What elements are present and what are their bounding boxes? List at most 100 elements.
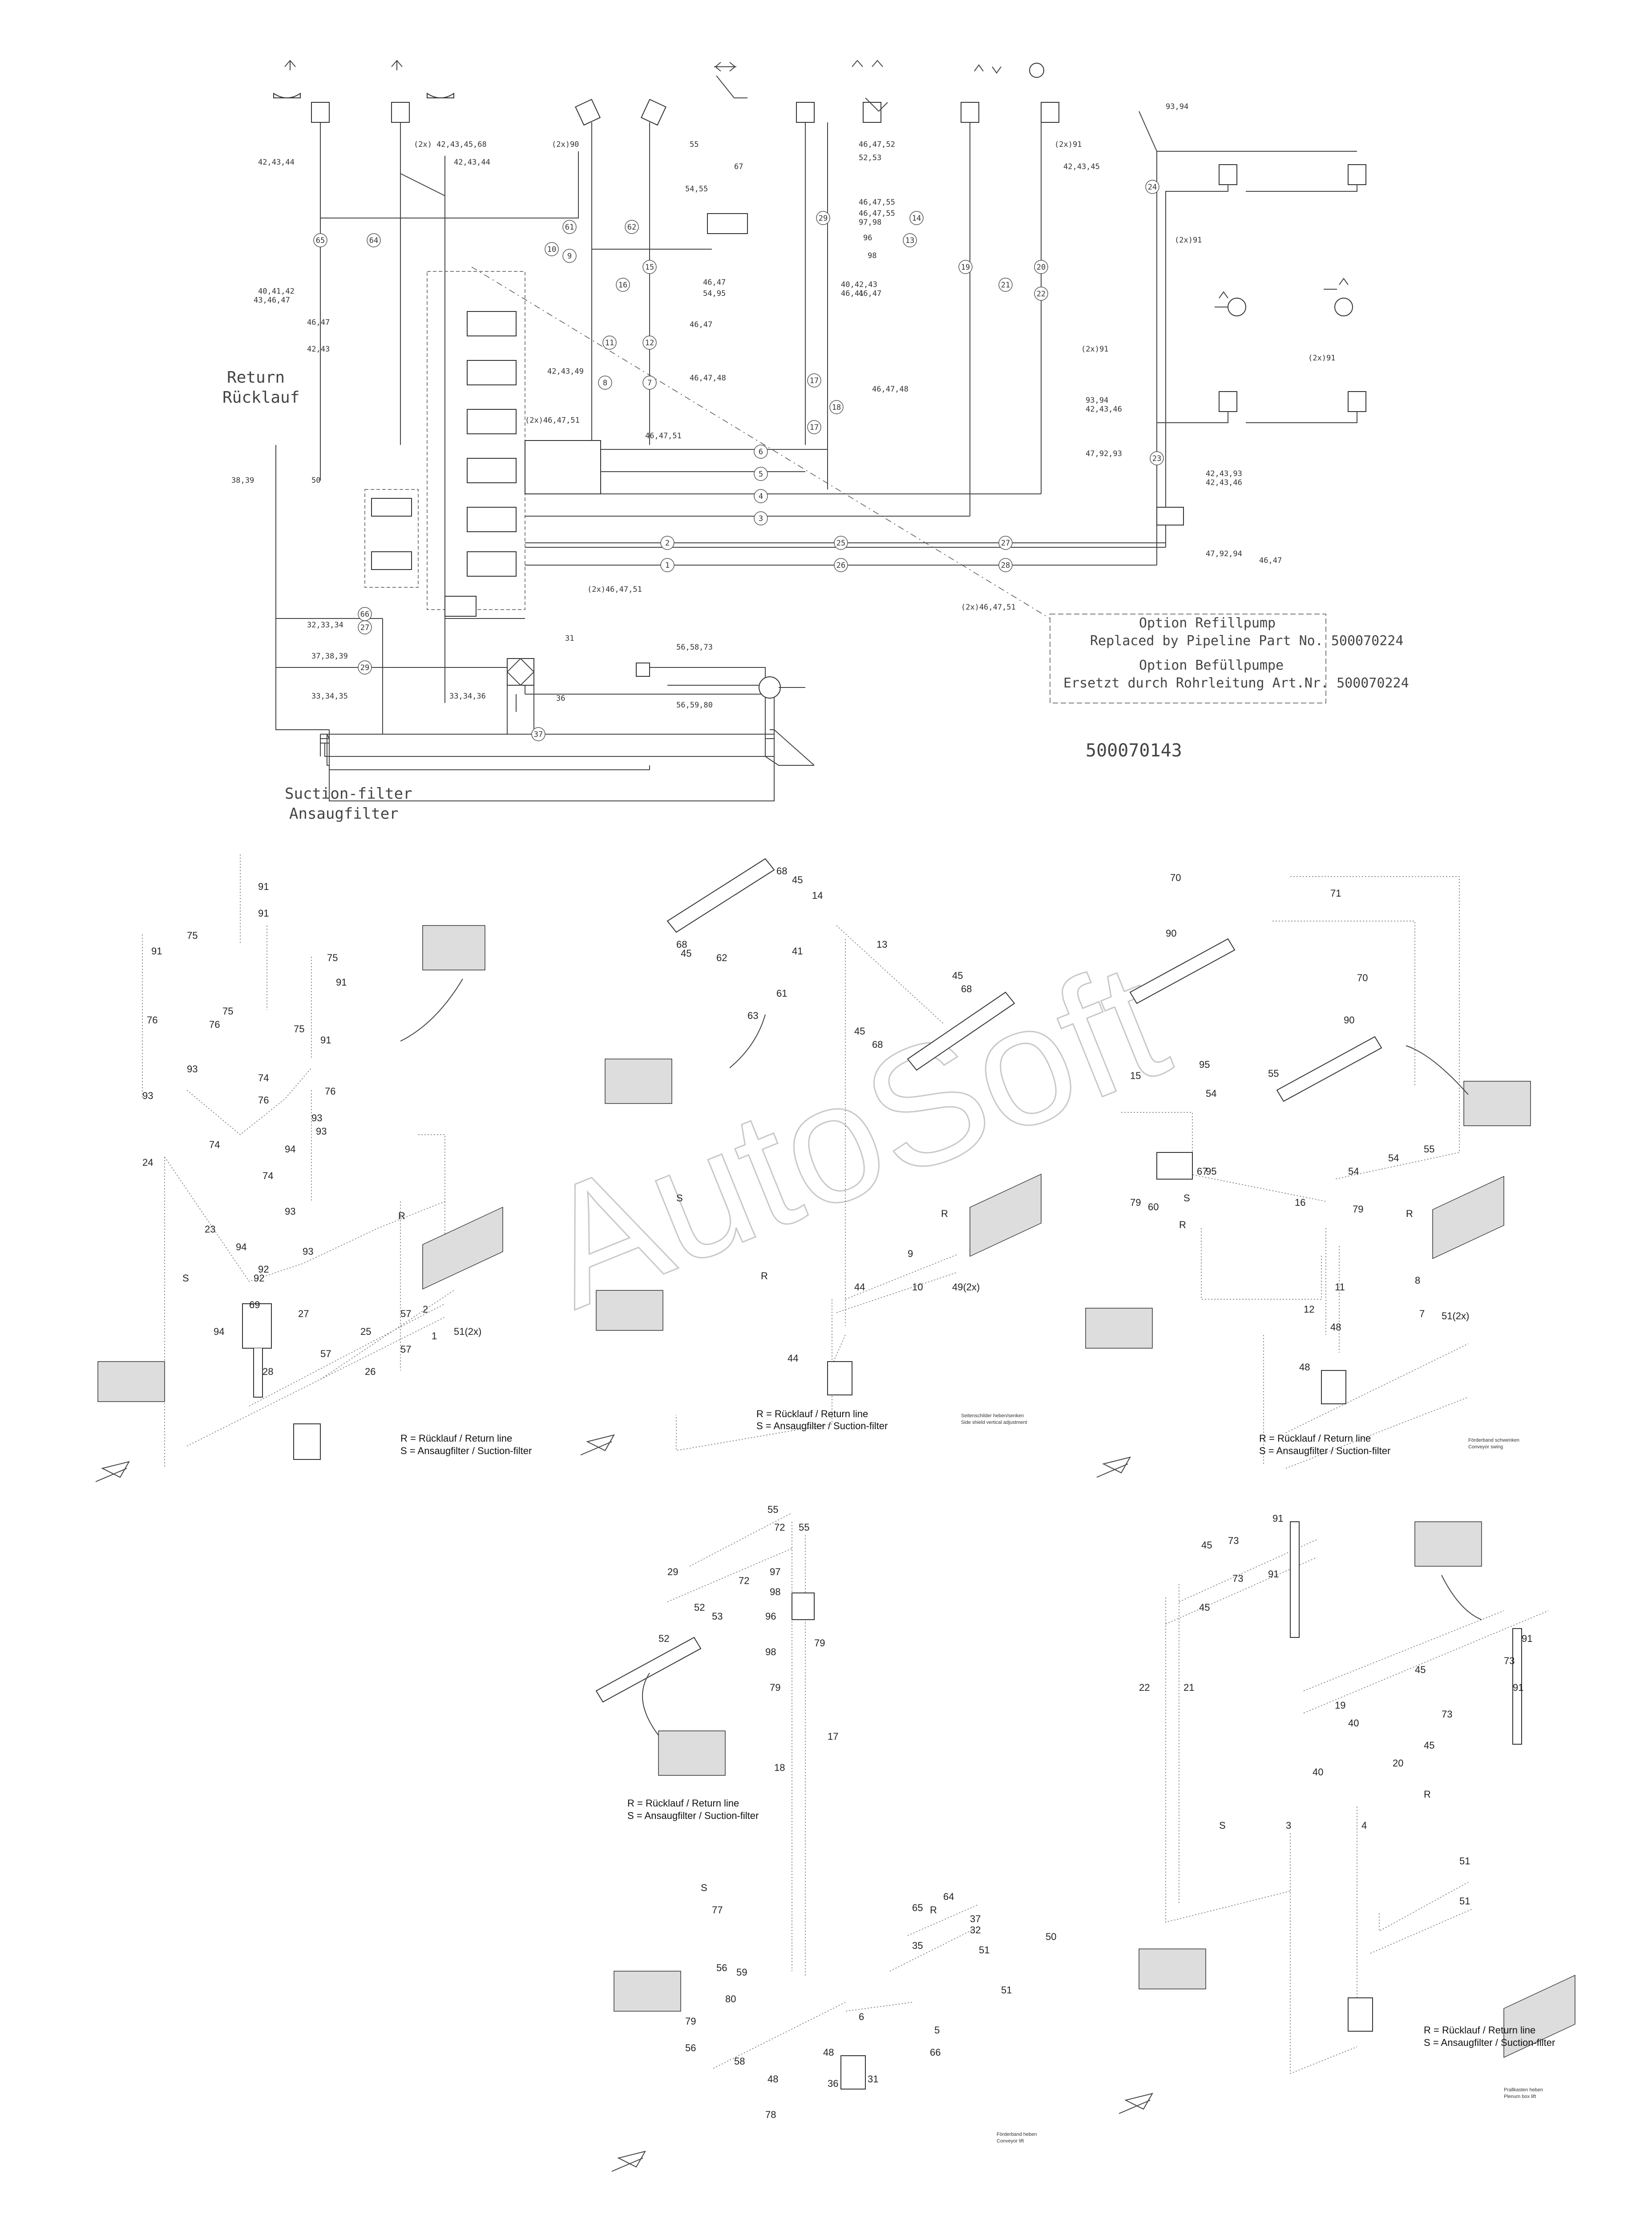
caption-de: Seitenschilder heben/senken [961,1413,1024,1419]
caption-en: Conveyor lift [997,2138,1024,2144]
option-dashdot-line [471,267,1050,619]
pipe-number-circle [754,467,768,481]
part-label: 70 [1170,872,1181,883]
part-label: 79 [685,2016,696,2027]
part-label: 40 [1348,1718,1359,1729]
option-box-line-2: Replaced by Pipeline Part No. 500070224 [1090,633,1403,649]
legend-panel-5: R = Rücklauf / Return line S = Ansaugfil… [1424,2025,1555,2099]
reference-label: 46,47 [1259,556,1282,565]
pipe-number: 62 [627,223,636,232]
part-label: 55 [1268,1068,1279,1079]
pipe-number: 23 [1152,454,1161,463]
reference-label: 46,47,55 [859,209,895,218]
part-label: 45 [854,1026,865,1037]
reference-label: 32,33,34 [307,621,343,630]
pipe-number-circle [642,376,657,390]
reference-label: 42,43,44 [454,158,490,167]
part-label: 66 [930,2047,941,2058]
pipe-number: 11 [605,339,614,348]
part-label: 54 [1206,1088,1216,1099]
pipe-number: 19 [961,263,970,272]
flow-arrow [580,1434,615,1455]
part-label: 28 [263,1366,273,1377]
pipe-number: 27 [360,623,369,632]
legend-panel-1: R = Rücklauf / Return line S = Ansaugfil… [400,1433,532,1456]
part-label: 56 [685,2042,696,2053]
part-label: 91 [336,977,347,988]
part-label: 96 [765,1611,776,1622]
pipe-number-circle [754,511,768,525]
part-label: 40 [1313,1766,1323,1778]
pipe-number: 24 [1148,183,1157,192]
part-label: 73 [1228,1535,1239,1546]
part-label: 69 [249,1299,260,1310]
caption-en: Plenum box lift [1504,2094,1536,2099]
reference-label: 37,38,39 [311,652,348,661]
part-label: 50 [1046,1931,1056,1942]
pipe-number-circle [562,249,577,263]
part-label: R [1424,1789,1431,1800]
part-label: S [1219,1820,1226,1831]
pipe-number-circle [642,335,657,350]
reference-label: 47,92,94 [1206,550,1242,558]
filter [827,1361,852,1395]
part-label: 97 [770,1566,780,1577]
option-box [1050,614,1326,703]
part-label: 95 [1206,1166,1216,1177]
part-label: 64 [943,1891,954,1902]
part-label: 75 [187,930,198,941]
locator-arrow [642,1673,659,1736]
part-label: 91 [1268,1568,1279,1580]
part-label: 6 [859,2011,864,2022]
legend-return: R = Rücklauf / Return line [400,1433,512,1444]
pipe-number-circle [903,233,917,247]
reference-label: 31 [565,634,574,643]
valve-bank [1503,1975,1575,2058]
part-label: 24 [142,1157,153,1168]
watermark: AutoSoft [517,925,1190,1344]
pipe-number: 15 [645,263,654,272]
pump-motor [614,1971,681,2012]
part-label: 21 [1183,1682,1194,1693]
reference-label: 96 [863,234,872,243]
part-label: 79 [770,1682,780,1693]
part-label: 32 [970,1924,981,1936]
part-label: 91 [258,881,269,892]
part-label: 49(2x) [952,1281,980,1293]
valve-bank [422,1206,503,1290]
pipe-number-circle [807,373,821,388]
part-label: 71 [1330,888,1341,899]
part-label: 94 [236,1241,246,1253]
part-label: R [1406,1208,1413,1219]
caption-de: Förderband schwenken [1468,1438,1519,1443]
pipe-number-circle [1034,260,1048,274]
reference-label: 47,92,93 [1086,449,1122,458]
part-label: 51 [1001,1985,1012,1996]
part-label: 53 [712,1611,723,1622]
part-label: 2 [423,1304,428,1315]
part-label: 98 [770,1586,780,1597]
part-label: 74 [209,1139,220,1150]
part-label: 16 [1295,1197,1305,1208]
part-label: 10 [912,1281,923,1293]
part-label: S [701,1882,707,1893]
caption-de: Prallkasten heben [1504,2087,1543,2093]
pipe-number-circle [625,220,639,234]
part-label: 92 [258,1264,269,1275]
part-label: S [676,1192,683,1204]
option-box-line-1: Option Refillpump [1139,615,1276,631]
part-label: 25 [360,1326,371,1337]
reference-label: 46,47,52 [859,140,895,149]
pipe-number-circle [642,260,657,274]
pipe-number: 10 [547,245,556,254]
cylinder-top [666,858,775,933]
part-label: 44 [854,1281,865,1293]
pipe-number-circle [367,233,381,247]
part-label: 26 [365,1366,376,1377]
machine-thumbnail [605,1059,672,1104]
part-label: 51(2x) [1442,1310,1469,1322]
part-label: 45 [1199,1602,1210,1613]
